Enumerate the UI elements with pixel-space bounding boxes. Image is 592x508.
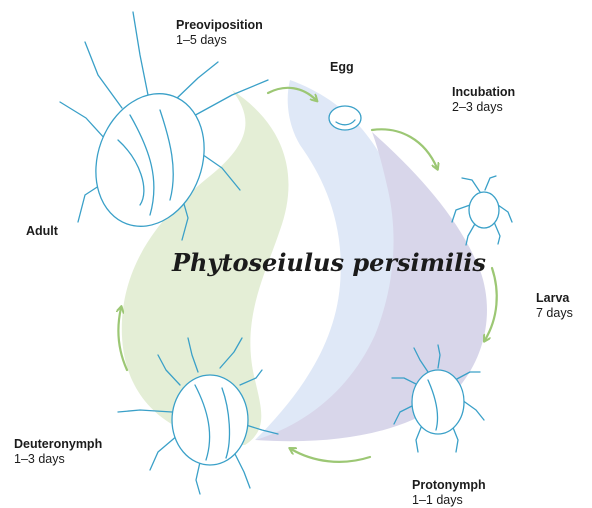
stage-protonymph: Protonymph 1–1 days [412,478,486,508]
stage-name: Egg [330,60,354,75]
cycle-arrow-icon [291,449,370,462]
stage-name: Preoviposition [176,18,263,33]
stage-name: Protonymph [412,478,486,493]
stage-name: Deuteronymph [14,437,102,452]
stage-egg: Egg [330,60,354,75]
stage-duration: 7 days [536,306,573,321]
stage-name: Incubation [452,85,515,100]
species-title: Phytoseiulus persimilis [172,248,486,277]
stage-larva: Larva 7 days [536,291,573,321]
stage-preoviposition: Preoviposition 1–5 days [176,18,263,48]
stage-duration: 1–5 days [176,33,263,48]
stage-name: Larva [536,291,573,306]
stage-adult: Adult [26,224,58,239]
stage-name: Adult [26,224,58,239]
stage-incubation: Incubation 2–3 days [452,85,515,115]
stage-duration: 2–3 days [452,100,515,115]
stage-duration: 1–3 days [14,452,102,467]
stage-deuteronymph: Deuteronymph 1–3 days [14,437,102,467]
egg-icon [329,106,361,130]
